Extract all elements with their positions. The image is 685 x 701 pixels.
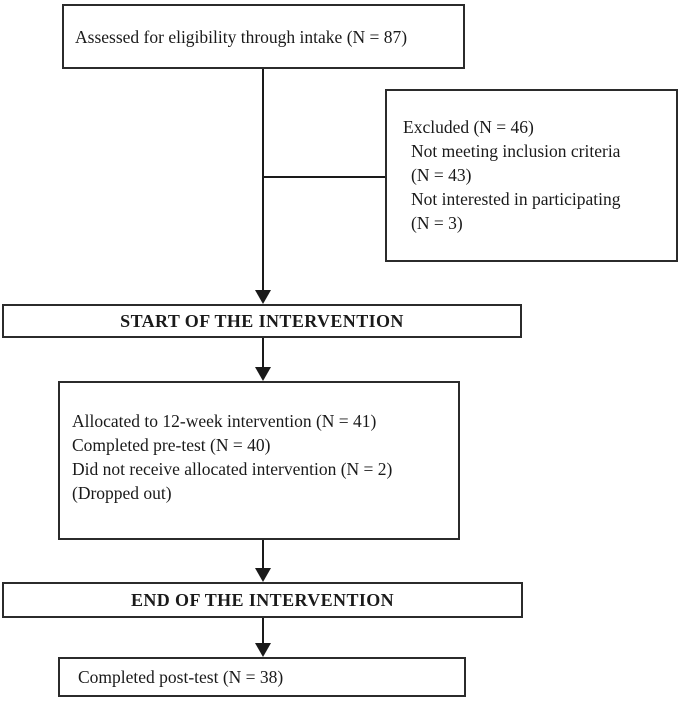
allocated-line: Completed pre-test (N = 40)	[72, 435, 271, 455]
excluded-line: Excluded (N = 46)	[403, 117, 534, 137]
node-assessed-for-eligibility: Assessed for eligibility through intake …	[62, 4, 465, 69]
excluded-line: (N = 3)	[411, 213, 463, 233]
node-assessed-label: Assessed for eligibility through intake …	[75, 26, 408, 47]
allocated-line: Allocated to 12-week intervention (N = 4…	[72, 411, 377, 431]
connector-end-to-posttest	[262, 618, 264, 646]
node-excluded: Excluded (N = 46) Not meeting inclusion …	[385, 89, 678, 262]
node-allocated: Allocated to 12-week intervention (N = 4…	[58, 381, 460, 540]
excluded-line: (N = 43)	[411, 165, 472, 185]
banner-end-label: END OF THE INTERVENTION	[130, 590, 395, 610]
excluded-line: Not meeting inclusion criteria	[411, 141, 621, 161]
connector-start-to-allocated	[262, 338, 264, 369]
arrow-down-icon	[255, 290, 271, 304]
banner-start-of-intervention: START OF THE INTERVENTION	[2, 304, 522, 338]
arrow-down-icon	[255, 568, 271, 582]
excluded-line: Not interested in participating	[411, 189, 621, 209]
banner-end-of-intervention: END OF THE INTERVENTION	[2, 582, 523, 618]
arrow-down-icon	[255, 643, 271, 657]
allocated-line: Did not receive allocated intervention (…	[72, 459, 393, 479]
node-posttest-label: Completed post-test (N = 38)	[78, 667, 284, 687]
connector-allocated-to-end	[262, 540, 264, 570]
connector-branch-to-excluded	[263, 176, 385, 178]
node-completed-posttest: Completed post-test (N = 38)	[58, 657, 466, 697]
connector-assessed-to-start	[262, 69, 264, 292]
arrow-down-icon	[255, 367, 271, 381]
banner-start-label: START OF THE INTERVENTION	[120, 311, 404, 331]
allocated-line: (Dropped out)	[72, 483, 172, 503]
